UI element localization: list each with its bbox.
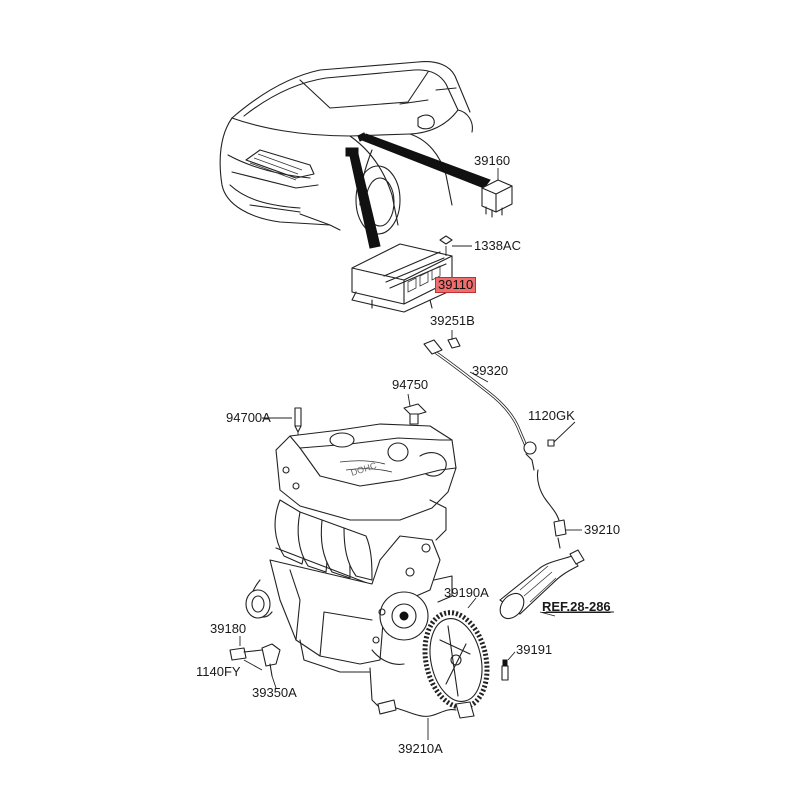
relay-part bbox=[481, 170, 513, 218]
label-39190a: 39190A bbox=[444, 585, 489, 600]
sensor-94750 bbox=[403, 393, 427, 425]
label-1140fy: 1140FY bbox=[196, 664, 241, 679]
label-39210: 39210 bbox=[584, 522, 621, 537]
label-1338ac: 1338AC bbox=[474, 238, 521, 253]
label-39350a: 39350A bbox=[252, 685, 297, 700]
label-39110-highlighted: 39110 bbox=[435, 277, 477, 293]
sensor-39180 bbox=[229, 636, 263, 671]
label-39160: 39160 bbox=[474, 153, 511, 168]
label-39180: 39180 bbox=[210, 621, 247, 636]
label-39320: 39320 bbox=[472, 363, 509, 378]
ecu-part bbox=[351, 235, 453, 313]
label-94750: 94750 bbox=[392, 377, 429, 392]
label-39210a: 39210A bbox=[398, 741, 443, 756]
label-ref-28-286: REF.28-286 bbox=[542, 599, 611, 614]
bolt-39191 bbox=[501, 651, 516, 681]
label-94700a: 94700A bbox=[226, 410, 271, 425]
sensor-39210a bbox=[369, 667, 475, 740]
wire-harness-39320 bbox=[423, 330, 576, 549]
label-39191: 39191 bbox=[516, 642, 553, 657]
label-39251b: 39251B bbox=[430, 313, 475, 328]
pointer-to-ecu bbox=[349, 153, 381, 249]
sensor-39350a bbox=[261, 643, 281, 689]
car-illustration bbox=[219, 61, 473, 235]
pointer-to-relay bbox=[361, 133, 491, 189]
label-1120gk: 1120GK bbox=[528, 408, 575, 423]
engine-block: DOHC bbox=[245, 423, 457, 673]
exhaust-part bbox=[499, 549, 585, 620]
